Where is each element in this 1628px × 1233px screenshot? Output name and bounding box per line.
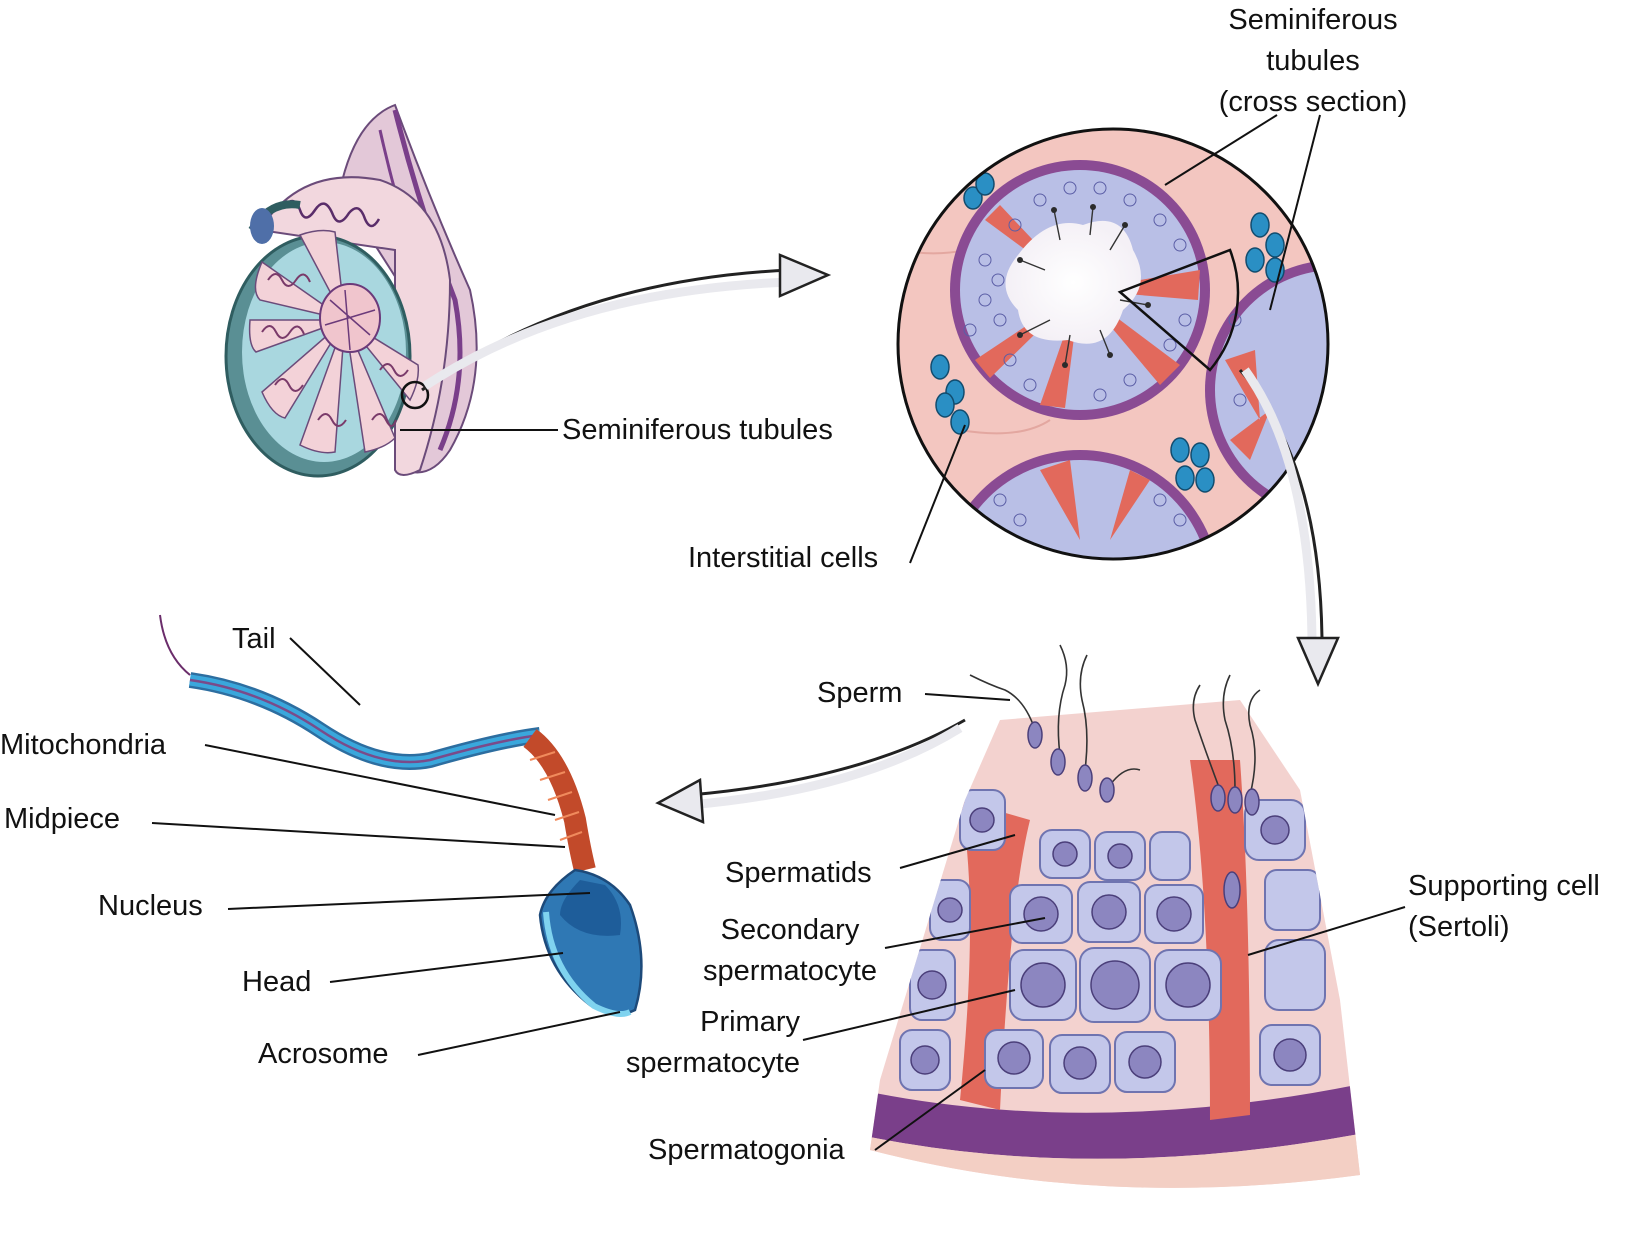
label-supporting-cell: Supporting cell (Sertoli)	[1408, 866, 1600, 948]
label-supporting-line2: (Sertoli)	[1408, 911, 1510, 943]
leader-sertoli	[1247, 906, 1406, 956]
label-supporting-line1: Supporting cell	[1408, 870, 1600, 902]
leader-acrosome	[417, 1011, 621, 1056]
label-interstitial-cells: Interstitial cells	[688, 542, 879, 574]
leader-cross-2	[1269, 114, 1321, 311]
label-secondary-spermatocyte: Secondary spermatocyte	[680, 910, 900, 992]
testis-illustration	[224, 103, 478, 478]
wedge-marker	[1117, 248, 1240, 372]
leader-spermatogonia	[874, 1069, 986, 1151]
label-tail: Tail	[232, 623, 276, 655]
leader-primary	[802, 989, 1016, 1041]
leader-head	[329, 952, 564, 983]
label-midpiece: Midpiece	[4, 803, 121, 835]
leader-interstitial	[909, 424, 966, 564]
label-mitochondria: Mitochondria	[0, 729, 167, 761]
sperm-illustration	[159, 614, 643, 1017]
label-tubules-cross-line2: tubules	[1266, 45, 1360, 77]
label-nucleus: Nucleus	[98, 890, 203, 922]
label-spermatids: Spermatids	[725, 857, 872, 889]
label-tubules-cross-line1: Seminiferous	[1228, 4, 1398, 36]
magnify-circle	[400, 380, 430, 410]
leader-midpiece	[151, 822, 566, 848]
leader-cross-1	[1164, 114, 1278, 186]
leader-tail	[289, 637, 361, 706]
label-primary-line1: Primary	[700, 1006, 800, 1038]
tubule-wall-detail	[870, 644, 1360, 1188]
label-primary-spermatocyte: Primary spermatocyte	[598, 1002, 888, 1084]
label-secondary-line1: Secondary	[720, 914, 860, 946]
leader-sperm	[924, 693, 1011, 701]
leader-spermatids	[899, 834, 1016, 869]
label-spermatogonia: Spermatogonia	[648, 1134, 845, 1166]
tubule-cross-section	[896, 127, 1330, 561]
arrow-to-sperm	[689, 718, 966, 797]
label-seminiferous-tubules: Seminiferous tubules	[562, 414, 833, 446]
leader-mitochondria	[204, 744, 556, 816]
label-tubules-cross-section: Seminiferous tubules (cross section)	[1198, 0, 1428, 123]
label-sperm: Sperm	[817, 677, 903, 709]
leader-secondary	[884, 917, 1046, 949]
leader-nucleus	[227, 892, 591, 910]
label-tubules-cross-line3: (cross section)	[1218, 86, 1408, 118]
label-acrosome: Acrosome	[258, 1038, 389, 1070]
label-secondary-line2: spermatocyte	[702, 955, 878, 987]
label-primary-line2: spermatocyte	[625, 1047, 800, 1079]
label-head: Head	[242, 966, 312, 998]
